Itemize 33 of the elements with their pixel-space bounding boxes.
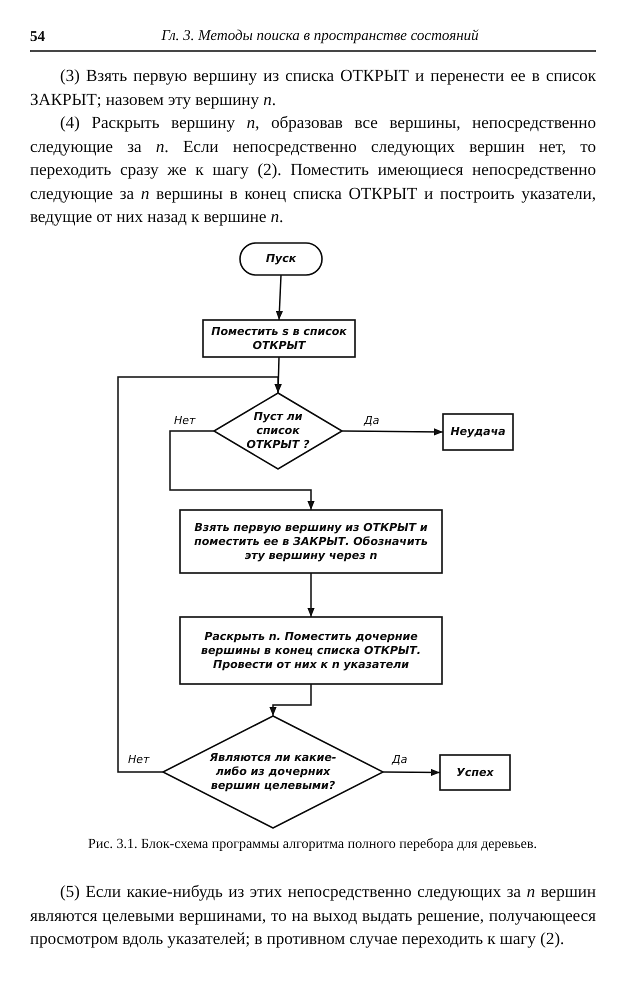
process-box (203, 320, 355, 357)
page-number: 54 (30, 29, 46, 46)
edge-label: Да (392, 753, 408, 766)
node-text: Раскрыть n. Поместить дочерние вершины в конец списка ОТКРЫТ. Провести от них к n указатели (200, 630, 422, 672)
paragraph: (3) Взять первую вершину из списка ОТКРЫТ и перенести ее в список ЗАКРЫТ; назовем эту вершину n. (30, 65, 596, 111)
process-box (180, 617, 442, 684)
edge-label: Нет (174, 414, 196, 427)
node-text: Поместить s в список ОТКРЫТ (210, 324, 348, 352)
edge-label: Да (364, 414, 380, 427)
figure-caption: Рис. 3.1. Блок-схема программы алгоритма полного перебора для деревьев. (87, 836, 538, 853)
process-box (440, 755, 510, 790)
paragraph: (5) Если какие-нибудь из этих непосредственно следующих за n вершин являются целевыми вершинами, то на выход выдать решение, получающееся просмотром вдоль указателей; в противном случае переходить к шагу (2). (30, 881, 596, 950)
paragraph: (4) Раскрыть вершину n, образовав все вершины, непосредственно следующие за n. Если непосредственно следующих вершин нет, то переходить сразу же к шагу (2). Поместить имеющиеся непосредственно следующие за n вершины в конец списка ОТКРЫТ и построить указатели, ведущие от них назад к вершине n. (30, 112, 596, 228)
arrow (117, 376, 282, 773)
node-text: Успех (455, 766, 495, 780)
node-text: Пуст ли список ОТКРЫТ ? (245, 410, 311, 452)
running-header: Гл. 3. Методы поиска в пространстве состояний (160, 28, 480, 45)
start-terminal (240, 243, 322, 275)
arrow (342, 428, 443, 436)
node-text: Пуск (264, 252, 298, 266)
edge-label: Нет (128, 753, 150, 766)
arrow (269, 684, 312, 716)
process-box (180, 510, 442, 573)
arrow (307, 573, 315, 617)
process-box (443, 414, 513, 450)
node-text: Являются ли какие-либо из дочерних вершин целевыми? (208, 751, 338, 793)
node-text: Неудача (449, 425, 507, 439)
node-text: Взять первую вершину из ОТКРЫТ и поместить ее в ЗАКРЫТ. Обозначить эту вершину через n (193, 520, 429, 562)
arrow (276, 274, 283, 320)
arrow (169, 430, 315, 510)
decision-diamond (214, 393, 342, 469)
decision-diamond (163, 716, 383, 828)
arrow (383, 768, 440, 776)
